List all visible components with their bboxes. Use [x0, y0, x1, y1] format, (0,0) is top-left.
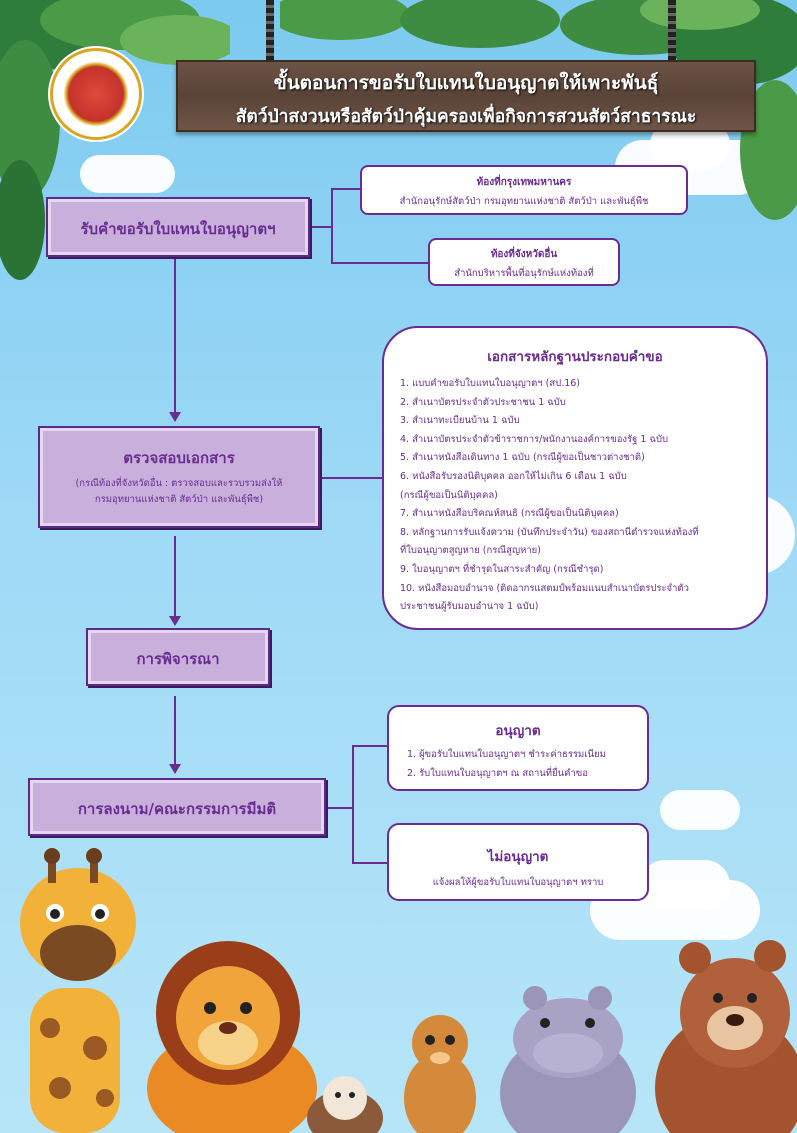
branch-province-text: สำนักบริหารพื้นที่อนุรักษ์แห่งท้องที่ — [454, 268, 594, 279]
outcome-approve-item: 1. ผู้ขอรับใบแทนใบอนุญาตฯ ชำระค่าธรรมเนี… — [407, 749, 606, 760]
documents-list: 1. แบบคำขอรับใบแทนใบอนุญาตฯ (สป.16) 2. ส… — [400, 375, 754, 617]
document-item: ประชาชนผู้รับมอบอำนาจ 1 ฉบับ) — [400, 601, 539, 613]
document-item: (กรณีผู้ขอเป็นนิติบุคคล) — [400, 489, 498, 501]
step-consideration-title: การพิจารณา — [136, 650, 220, 668]
title-line-2: สัตว์ป่าสงวนหรือสัตว์ป่าคุ้มครองเพื่อกิจ… — [235, 107, 697, 127]
connector — [352, 745, 388, 747]
document-item: 3. สำเนาทะเบียนบ้าน 1 ฉบับ — [400, 415, 520, 427]
document-item: 10. หนังสือมอบอำนาจ (ติดอากรแสตมป์พร้อมแ… — [400, 582, 689, 594]
squirrel-icon — [307, 1076, 383, 1133]
branch-bangkok-text: สำนักอนุรักษ์สัตว์ป่า กรมอุทยานแห่งชาติ … — [399, 196, 649, 207]
outcome-reject-title: ไม่อนุญาต — [487, 849, 549, 865]
step-check-documents-sub-1: (กรณีท้องที่จังหวัดอื่น : ตรวจสอบและรวบร… — [75, 478, 283, 489]
documents-title: เอกสารหลักฐานประกอบคำขอ — [487, 349, 663, 365]
outcome-approve-list: 1. ผู้ขอรับใบแทนใบอนุญาตฯ ชำระค่าธรรมเนี… — [389, 745, 647, 783]
outcome-approve: อนุญาต 1. ผู้ขอรับใบแทนใบอนุญาตฯ ชำระค่า… — [387, 705, 649, 791]
sign-chain-left — [266, 0, 274, 62]
step-check-documents: ตรวจสอบเอกสาร (กรณีท้องที่จังหวัดอื่น : … — [38, 426, 320, 528]
step-check-documents-title: ตรวจสอบเอกสาร — [123, 449, 235, 467]
meerkat-icon — [404, 1015, 476, 1133]
document-item: 2. สำเนาบัตรประจำตัวประชาชน 1 ฉบับ — [400, 396, 566, 408]
document-item: 7. สำเนาหนังสือบริคณห์สนธิ (กรณีผู้ขอเป็… — [400, 508, 619, 520]
giraffe-icon — [20, 848, 136, 1133]
cartoon-animals — [20, 848, 797, 1133]
department-logo — [50, 48, 142, 140]
arrow-down-icon — [169, 616, 181, 626]
cloud — [80, 155, 175, 193]
connector — [352, 745, 354, 863]
step-consideration: การพิจารณา — [86, 628, 270, 686]
outcome-reject: ไม่อนุญาต แจ้งผลให้ผู้ขอรับใบแทนใบอนุญาต… — [387, 823, 649, 901]
connector — [310, 226, 332, 228]
sign-chain-right — [668, 0, 676, 62]
arrow-down-icon — [169, 764, 181, 774]
document-item: ที่ใบอนุญาตสูญหาย (กรณีสูญหาย) — [400, 545, 541, 557]
branch-province-title: ท้องที่จังหวัดอื่น — [490, 249, 558, 260]
connector — [331, 262, 429, 264]
title-line-1: ขั้นตอนการขอรับใบแทนใบอนุญาตให้เพาะพันธุ… — [273, 72, 659, 94]
connector — [326, 807, 354, 809]
jungle-leaves-top-left — [0, 0, 230, 280]
bear-icon — [655, 940, 797, 1133]
document-item: 4. สำเนาบัตรประจำตัวข้าราชการ/พนักงานองค… — [400, 433, 668, 445]
title-sign: ขั้นตอนการขอรับใบแทนใบอนุญาตให้เพาะพันธุ… — [176, 60, 756, 132]
document-item: 8. หลักฐานการรับแจ้งความ (บันทึกประจำวัน… — [400, 526, 699, 538]
connector — [331, 188, 333, 264]
step-receive-request-title: รับคำขอรับใบแทนใบอนุญาตฯ — [80, 220, 276, 238]
hippo-icon — [500, 986, 636, 1133]
documents-panel: เอกสารหลักฐานประกอบคำขอ 1. แบบคำขอรับใบแ… — [382, 326, 768, 630]
arrow-down-icon — [169, 412, 181, 422]
outcome-approve-title: อนุญาต — [495, 723, 541, 739]
branch-province: ท้องที่จังหวัดอื่น สำนักบริหารพื้นที่อนุ… — [428, 238, 620, 286]
connector — [331, 188, 361, 190]
lion-icon — [147, 941, 317, 1133]
step-signing: การลงนาม/คณะกรรมการมีมติ — [28, 778, 326, 836]
jungle-leaves-top-center — [280, 0, 560, 48]
cloud — [660, 790, 740, 830]
document-item: 1. แบบคำขอรับใบแทนใบอนุญาตฯ (สป.16) — [400, 378, 581, 389]
cloud — [640, 860, 730, 910]
step-check-documents-sub-2: กรมอุทยานแห่งชาติ สัตว์ป่า และพันธุ์พืช) — [94, 494, 264, 505]
connector — [174, 258, 176, 413]
logo-emblem-icon — [61, 59, 131, 129]
branch-bangkok-title: ท้องที่กรุงเทพมหานคร — [476, 177, 572, 188]
document-item: 6. หนังสือรับรองนิติบุคคล ออกให้ไม่เกิน … — [400, 470, 627, 482]
document-item: 5. สำเนาหนังสือเดินทาง 1 ฉบับ (กรณีผู้ขอ… — [400, 452, 645, 464]
document-item: 9. ใบอนุญาตฯ ที่ชำรุดในสาระสำคัญ (กรณีชำ… — [400, 563, 604, 575]
connector — [352, 862, 388, 864]
connector — [174, 696, 176, 766]
branch-bangkok: ท้องที่กรุงเทพมหานคร สำนักอนุรักษ์สัตว์ป… — [360, 165, 688, 215]
step-signing-title: การลงนาม/คณะกรรมการมีมติ — [77, 800, 277, 818]
connector — [174, 536, 176, 618]
connector — [320, 477, 384, 479]
outcome-approve-item: 2. รับใบแทนใบอนุญาตฯ ณ สถานที่ยื่นคำขอ — [407, 768, 589, 779]
step-receive-request: รับคำขอรับใบแทนใบอนุญาตฯ — [46, 197, 310, 257]
outcome-reject-text: แจ้งผลให้ผู้ขอรับใบแทนใบอนุญาตฯ ทราบ — [432, 877, 604, 888]
